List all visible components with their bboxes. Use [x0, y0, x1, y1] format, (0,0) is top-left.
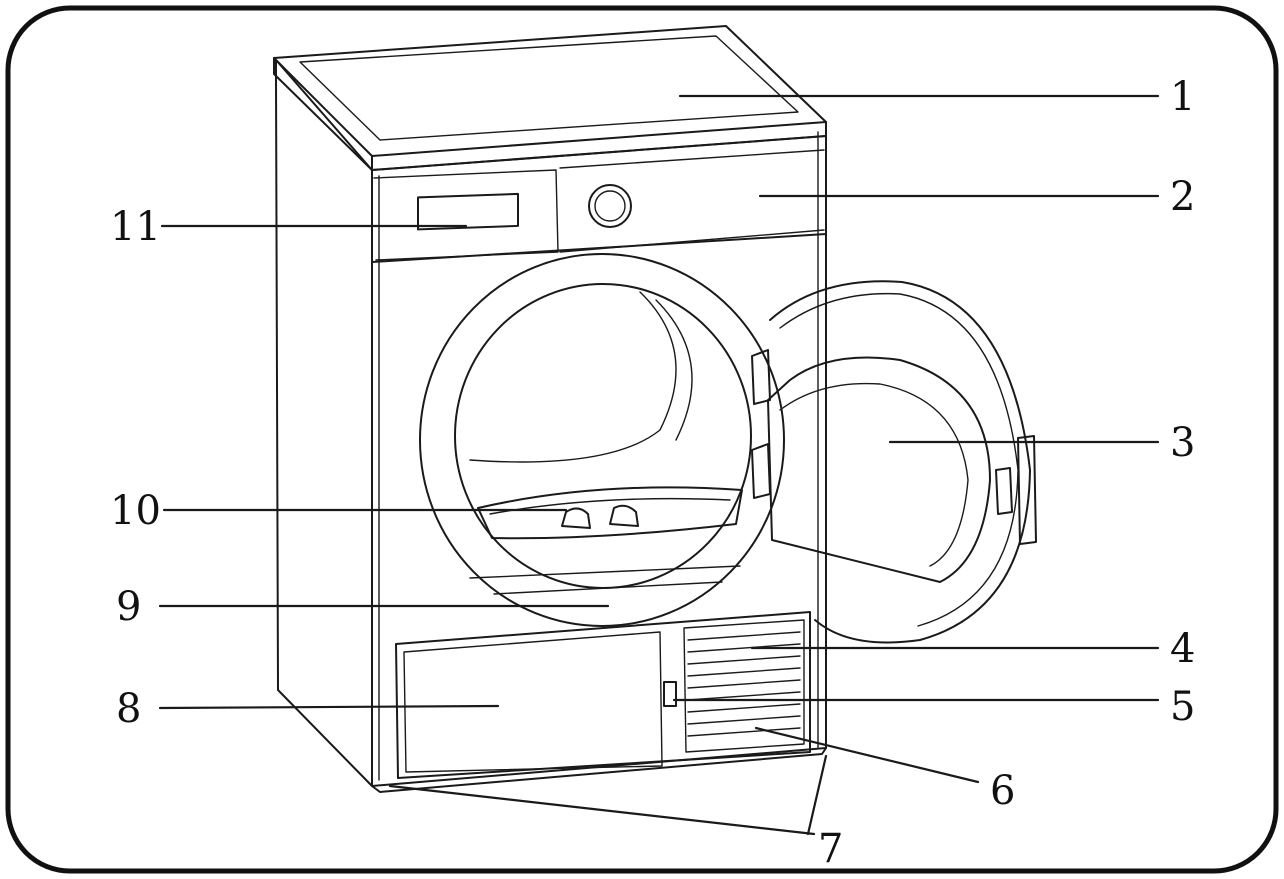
- callout-3: 3: [1170, 420, 1195, 466]
- water-container-drawer: [373, 169, 559, 261]
- leader-line-7b: [806, 754, 828, 836]
- leader-line-6: [754, 726, 980, 784]
- door-latch: [995, 467, 1013, 515]
- callout-10: 10: [110, 488, 161, 534]
- condenser-lock-lever: [663, 681, 677, 707]
- door-handle: [1017, 435, 1037, 545]
- control-panel-bottom-line: [559, 229, 825, 253]
- drum-back-curve: [469, 291, 677, 463]
- program-knob-inner: [594, 190, 626, 222]
- control-panel-outline: [371, 135, 827, 263]
- open-door: [751, 280, 1037, 644]
- top-cover-inner: [299, 35, 799, 141]
- callout-9: 9: [116, 584, 141, 630]
- diagram-frame: [5, 5, 1279, 874]
- callout-2: 2: [1170, 174, 1195, 220]
- door-seal-lip-bottom: [493, 581, 723, 595]
- foot-base-line: [371, 747, 827, 793]
- callout-6: 6: [990, 768, 1015, 814]
- door-hinge-top: [751, 349, 771, 405]
- condenser-door: [403, 631, 663, 773]
- leader-lines: [158, 94, 1160, 836]
- bottom-section: [395, 611, 811, 779]
- top-cover-front-edge: [273, 57, 373, 171]
- adjustable-feet: [371, 747, 827, 793]
- callout-1: 1: [1170, 74, 1195, 120]
- callout-11: 11: [110, 204, 161, 250]
- callout-7: 7: [818, 826, 843, 872]
- fluff-filter-grip-left: [561, 507, 591, 529]
- leader-line-7a: [388, 784, 816, 836]
- door-opening-outer: [419, 253, 785, 627]
- callout-4: 4: [1170, 626, 1195, 672]
- fluff-filter: [477, 486, 743, 540]
- door-glass-shape: [767, 356, 991, 583]
- control-panel: [371, 135, 827, 263]
- door-glass-inner: [779, 382, 969, 567]
- control-panel-top-line: [559, 149, 825, 169]
- door-seal-lip-top: [469, 565, 741, 579]
- leader-line-8: [158, 704, 500, 710]
- program-knob-outer: [588, 184, 632, 228]
- door-hinge-bottom: [751, 443, 771, 499]
- water-container-handle: [417, 192, 519, 231]
- drum-back-curve-2: [655, 299, 693, 441]
- callout-8: 8: [116, 686, 141, 732]
- door-inner-ring: [779, 292, 1019, 627]
- top-cover: [273, 25, 827, 171]
- callout-5: 5: [1170, 684, 1195, 730]
- ventilation-grid-frame: [683, 619, 805, 753]
- door-outer-ring: [769, 280, 1031, 644]
- ventilation-grid-slats: [687, 631, 801, 737]
- fluff-filter-grip-right: [609, 504, 639, 527]
- condenser-cover-frame: [395, 611, 811, 779]
- callout-labels: 1 2 3 4 5 6 7 8 9 10 11: [110, 74, 1195, 872]
